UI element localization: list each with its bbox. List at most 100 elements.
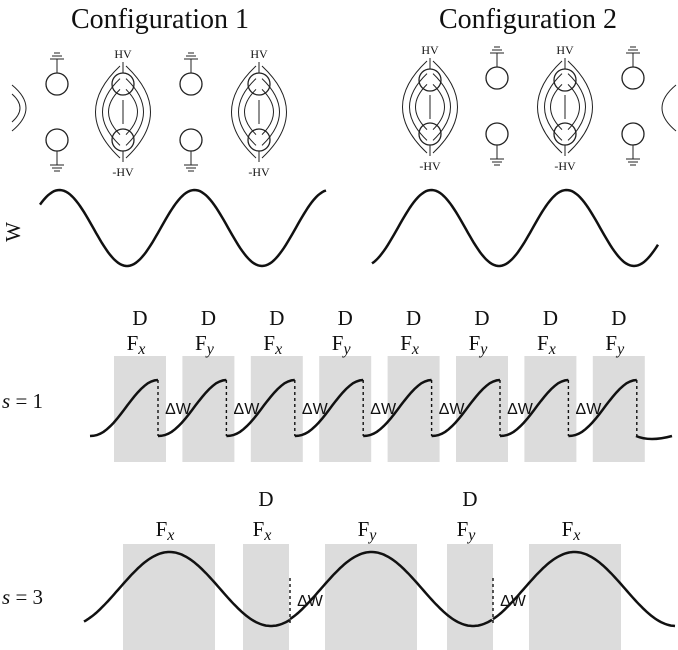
focus-subscript: x <box>166 527 174 544</box>
focus-letter: F <box>253 517 265 541</box>
ground-electrode <box>621 46 645 90</box>
focus-letter: F <box>457 517 469 541</box>
hv-label: HV <box>250 47 268 61</box>
delta-w-label: ΔW <box>165 401 192 418</box>
neg-hv-label: -HV <box>554 159 576 173</box>
segment-box <box>524 356 577 462</box>
focus-subscript: x <box>411 341 419 358</box>
segment-box <box>592 356 645 462</box>
focus-letter: F <box>156 517 168 541</box>
focus-label: Fx <box>127 331 146 358</box>
row-s3-rest: = 3 <box>10 585 43 609</box>
focus-letter: F <box>605 331 617 355</box>
hv-label: HV <box>556 43 574 57</box>
focus-letter: F <box>358 517 370 541</box>
row-s3-label: s = 3 <box>2 585 43 609</box>
segment-box <box>250 356 303 462</box>
delta-w-label: ΔW <box>234 401 261 418</box>
neg-hv-electrode <box>553 122 577 146</box>
energy-curve-s1 <box>89 378 673 441</box>
electrode-circle <box>179 72 203 96</box>
energy-curve-s3 <box>83 550 676 628</box>
focus-letter: F <box>263 331 275 355</box>
field-line <box>125 89 138 135</box>
field-line <box>11 84 27 132</box>
segment-box <box>325 544 417 650</box>
segment-box <box>447 544 493 650</box>
deflect-label: D <box>462 487 477 511</box>
hv-electrode-pair: HV -HV <box>537 43 593 173</box>
field-line <box>432 84 445 130</box>
focus-subscript: x <box>263 527 271 544</box>
deflect-label: D <box>132 306 147 330</box>
neg-hv-electrode <box>418 122 442 146</box>
electrode-circle <box>485 122 509 146</box>
energy-curve-config2 <box>371 188 660 268</box>
field-line <box>261 65 287 159</box>
focus-label: Fy <box>358 517 378 544</box>
focus-label: Fx <box>400 331 419 358</box>
focus-label: Fy <box>457 517 477 544</box>
delta-w-label: ΔW <box>297 593 324 610</box>
neg-hv-label: -HV <box>112 165 134 179</box>
focus-letter: F <box>400 331 412 355</box>
field-line <box>108 89 121 135</box>
field-line <box>432 73 451 141</box>
focus-letter: F <box>469 331 481 355</box>
segment-box <box>114 356 166 462</box>
focus-label: Fy <box>605 331 625 358</box>
segment-box <box>123 544 215 650</box>
ground-electrode <box>179 128 203 172</box>
electrode-circle <box>621 66 645 90</box>
delta-w-label: ΔW <box>500 593 527 610</box>
focus-label: Fy <box>195 331 215 358</box>
electrode-circle <box>485 66 509 90</box>
ground-electrode <box>485 122 509 166</box>
field-line <box>238 78 257 146</box>
neg-hv-label: -HV <box>419 159 441 173</box>
field-line <box>661 84 677 132</box>
focus-subscript: y <box>367 527 377 544</box>
delta-w-label: ΔW <box>370 401 397 418</box>
hv-electrode <box>418 68 442 92</box>
focus-label: Fx <box>537 331 556 358</box>
segment-box <box>529 544 621 650</box>
row-s1-label: s = 1 <box>2 389 43 413</box>
hv-electrode <box>553 68 577 92</box>
field-line <box>231 65 257 159</box>
field-line <box>415 84 428 130</box>
field-line <box>125 65 151 159</box>
energy-curves <box>38 188 660 268</box>
field-line <box>567 73 586 141</box>
deflect-label: D <box>406 306 421 330</box>
deflect-label: D <box>543 306 558 330</box>
neg-hv-label: -HV <box>248 165 270 179</box>
field-line <box>95 65 121 159</box>
field-line <box>550 84 563 130</box>
focus-subscript: y <box>615 341 625 358</box>
focus-subscript: y <box>478 341 488 358</box>
deflect-label: D <box>611 306 626 330</box>
ground-electrode <box>179 52 203 96</box>
deflect-label: D <box>201 306 216 330</box>
focus-subscript: y <box>341 341 351 358</box>
ground-electrode <box>621 122 645 166</box>
focus-subscript: y <box>466 527 476 544</box>
focus-label: Fy <box>469 331 489 358</box>
electrode-circle <box>45 128 69 152</box>
energy-axis-label: W <box>1 222 25 242</box>
deflect-label: D <box>269 306 284 330</box>
focus-subscript: x <box>548 341 556 358</box>
deflect-label: D <box>258 487 273 511</box>
delta-w-label: ΔW <box>302 401 329 418</box>
hv-label: HV <box>114 47 132 61</box>
field-line <box>125 78 144 146</box>
focus-label: Fx <box>263 331 282 358</box>
segment-box <box>243 544 289 650</box>
field-line <box>544 73 563 141</box>
focus-subscript: x <box>137 341 145 358</box>
delta-w-label: ΔW <box>439 401 466 418</box>
energy-curve-config1 <box>38 188 327 268</box>
